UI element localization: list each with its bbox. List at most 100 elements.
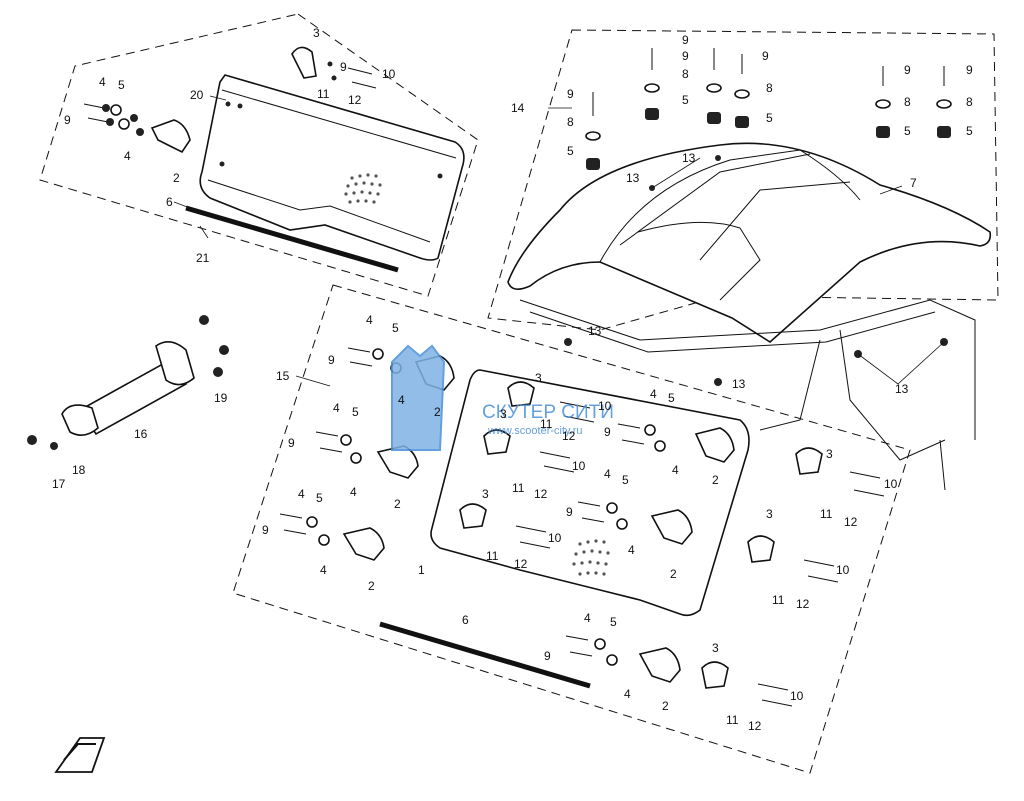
callout-5: 5 <box>766 111 773 125</box>
callout-4: 4 <box>624 687 631 701</box>
upper-left-hardware <box>83 103 191 154</box>
callout-9: 9 <box>904 63 911 77</box>
callout-21: 21 <box>196 251 210 265</box>
callout-4: 4 <box>320 563 327 577</box>
callout-12: 12 <box>844 515 858 529</box>
callout-8: 8 <box>766 81 773 95</box>
callout-labels: 3 9 10 11 12 20 4 5 9 4 2 6 21 14 9 8 5 … <box>52 26 973 733</box>
scooter-city-watermark: СКУТЕР СИТИ www.scooter-city.ru <box>391 344 614 451</box>
callout-4: 4 <box>398 393 405 407</box>
callout-9: 9 <box>288 436 295 450</box>
clip-set-6 <box>701 661 793 707</box>
callout-5: 5 <box>316 491 323 505</box>
clip-set-4 <box>795 447 885 497</box>
callout-3: 3 <box>535 371 542 385</box>
rear-frame <box>519 299 976 491</box>
callout-3: 3 <box>826 447 833 461</box>
callout-9: 9 <box>762 49 769 63</box>
callout-10: 10 <box>884 477 898 491</box>
callout-11: 11 <box>726 713 739 727</box>
callout-6: 6 <box>166 195 173 209</box>
callout-13: 13 <box>732 377 746 391</box>
callout-5: 5 <box>668 391 675 405</box>
callout-2: 2 <box>394 497 401 511</box>
clip-set-1 <box>507 381 595 423</box>
callout-2: 2 <box>662 699 669 713</box>
callout-11: 11 <box>772 593 785 607</box>
callout-4: 4 <box>333 401 340 415</box>
clip-set-3 <box>459 503 551 549</box>
watermark-line1: СКУТЕР СИТИ <box>482 402 614 423</box>
watermark-line2: www.scooter-city.ru <box>487 425 583 437</box>
callout-10: 10 <box>572 459 586 473</box>
bracket-set-5 <box>577 501 693 545</box>
callout-2: 2 <box>434 405 441 419</box>
leader-lines <box>173 95 945 387</box>
callout-9: 9 <box>682 33 689 47</box>
callout-10: 10 <box>382 67 396 81</box>
callout-5: 5 <box>392 321 399 335</box>
callout-9: 9 <box>64 113 71 127</box>
callout-9: 9 <box>966 63 973 77</box>
callout-10: 10 <box>790 689 804 703</box>
callout-11: 11 <box>540 417 553 431</box>
callout-11: 11 <box>820 507 833 521</box>
rear-fender <box>507 142 992 343</box>
callout-2: 2 <box>670 567 677 581</box>
callout-4: 4 <box>628 543 635 557</box>
callout-3: 3 <box>766 507 773 521</box>
callout-11: 11 <box>512 481 525 495</box>
callout-5: 5 <box>610 615 617 629</box>
callout-13: 13 <box>895 382 909 396</box>
callout-14: 14 <box>511 101 525 115</box>
callout-15: 15 <box>276 369 290 383</box>
callout-9: 9 <box>682 49 689 63</box>
lower-panel-grille <box>572 539 610 576</box>
callout-4: 4 <box>350 485 357 499</box>
callout-11: 11 <box>317 87 330 101</box>
callout-4: 4 <box>584 611 591 625</box>
callout-9: 9 <box>262 523 269 537</box>
callout-5: 5 <box>682 93 689 107</box>
callout-5: 5 <box>567 144 574 158</box>
callout-3: 3 <box>313 26 320 40</box>
clip-set-5 <box>747 535 839 583</box>
callout-4: 4 <box>650 387 657 401</box>
callout-9: 9 <box>328 353 335 367</box>
callout-5: 5 <box>352 405 359 419</box>
callout-5: 5 <box>622 473 629 487</box>
callout-5: 5 <box>904 124 911 138</box>
callout-7: 7 <box>910 176 917 190</box>
callout-19: 19 <box>214 391 228 405</box>
callout-12: 12 <box>562 429 576 443</box>
callout-9: 9 <box>567 87 574 101</box>
callout-8: 8 <box>966 95 973 109</box>
callout-12: 12 <box>514 557 528 571</box>
bracket-set-2 <box>315 431 419 479</box>
callout-3: 3 <box>482 487 489 501</box>
arrow-emblem-icon <box>54 737 106 773</box>
callout-5: 5 <box>966 124 973 138</box>
fender-hardware <box>564 48 952 386</box>
callout-2: 2 <box>173 171 180 185</box>
callout-3: 3 <box>712 641 719 655</box>
bracket-set-3 <box>279 513 385 561</box>
callout-8: 8 <box>682 67 689 81</box>
callout-12: 12 <box>534 487 548 501</box>
callout-9: 9 <box>340 60 347 74</box>
callout-5: 5 <box>118 78 125 92</box>
callout-4: 4 <box>366 313 373 327</box>
callout-4: 4 <box>604 467 611 481</box>
bracket-set-4 <box>617 423 735 463</box>
callout-2: 2 <box>712 473 719 487</box>
watermark-logo-icon <box>391 344 446 451</box>
callout-9: 9 <box>544 649 551 663</box>
panel-grille <box>344 173 382 204</box>
callout-9: 9 <box>566 505 573 519</box>
callout-6: 6 <box>462 613 469 627</box>
callout-20: 20 <box>190 88 204 102</box>
callout-8: 8 <box>567 115 574 129</box>
callout-3: 3 <box>500 407 507 421</box>
callout-12: 12 <box>796 597 810 611</box>
clip-set-2 <box>483 429 575 473</box>
